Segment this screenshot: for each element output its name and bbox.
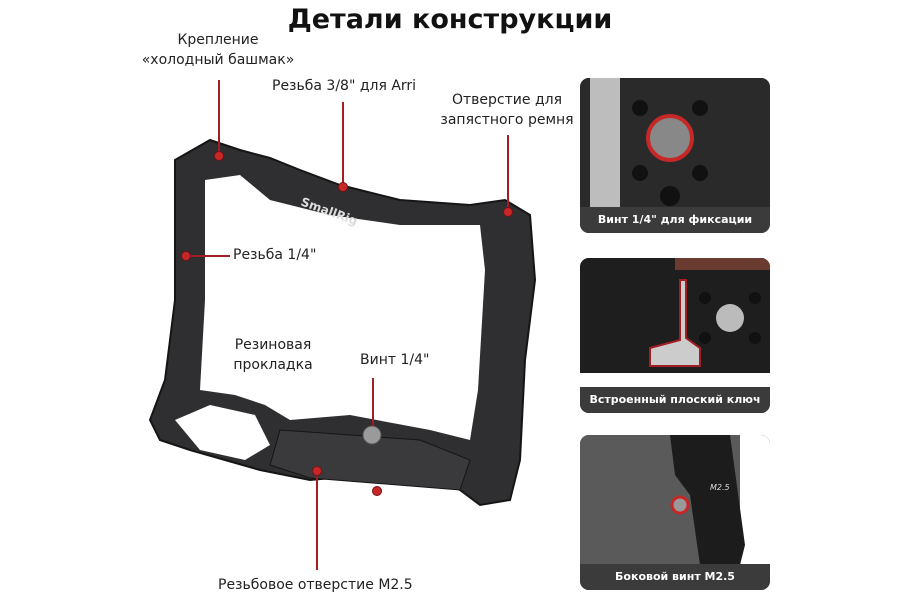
panel-caption: Боковой винт M2.5 — [580, 564, 770, 590]
callout-cold-shoe: Крепление «холодный башмак» — [138, 30, 298, 70]
callout-dot — [503, 207, 513, 217]
callout-m25-hole: Резьбовое отверстие М2.5 — [218, 577, 413, 593]
cage-opening — [200, 175, 485, 440]
callout-text: прокладка — [233, 357, 313, 373]
callout-text: Резиновая — [234, 337, 312, 353]
callout-text: Отверстие для — [452, 92, 562, 108]
callout-rubber-pad: Резиновая прокладка — [228, 335, 318, 375]
detail-panel-camera-screw: Винт 1/4" для фиксации камеры — [580, 78, 770, 233]
panel-caption: Встроенный плоский ключ — [580, 387, 770, 413]
quarter-screw — [362, 425, 382, 445]
callout-text: Крепление — [177, 32, 259, 48]
callout-dot — [372, 486, 382, 496]
callout-dot — [312, 466, 322, 476]
side-screw-photo: M2.5 — [580, 435, 770, 565]
detail-panel-hex-key: Встроенный плоский ключ — [580, 258, 770, 413]
page-title: Детали конструкции — [287, 4, 613, 35]
callout-dot — [338, 182, 348, 192]
cage-bottom-cutout — [175, 405, 270, 460]
panel-caption: Винт 1/4" для фиксации камеры — [580, 207, 770, 233]
callout-arri-thread: Резьба 3/8" для Arri — [272, 78, 417, 94]
callout-quarter-thread: Резьба 1/4" — [233, 247, 317, 263]
callout-strap-hole: Отверстие для запястного ремня — [432, 90, 582, 130]
hex-key-photo — [580, 258, 770, 388]
callout-line — [185, 255, 230, 257]
callout-dot — [181, 251, 191, 261]
callout-line — [342, 102, 344, 185]
camera-screw-photo — [580, 78, 770, 208]
callout-text: «холодный башмак» — [141, 52, 295, 68]
callout-line — [218, 80, 220, 155]
m25-marking: M2.5 — [710, 483, 730, 492]
callout-dot — [214, 151, 224, 161]
callout-text: запястного ремня — [440, 112, 574, 128]
detail-panel-side-screw: M2.5 Боковой винт M2.5 — [580, 435, 770, 590]
callout-line — [316, 470, 318, 570]
callout-quarter-screw: Винт 1/4" — [360, 352, 430, 368]
callout-line — [372, 378, 374, 426]
callout-line — [507, 135, 509, 210]
